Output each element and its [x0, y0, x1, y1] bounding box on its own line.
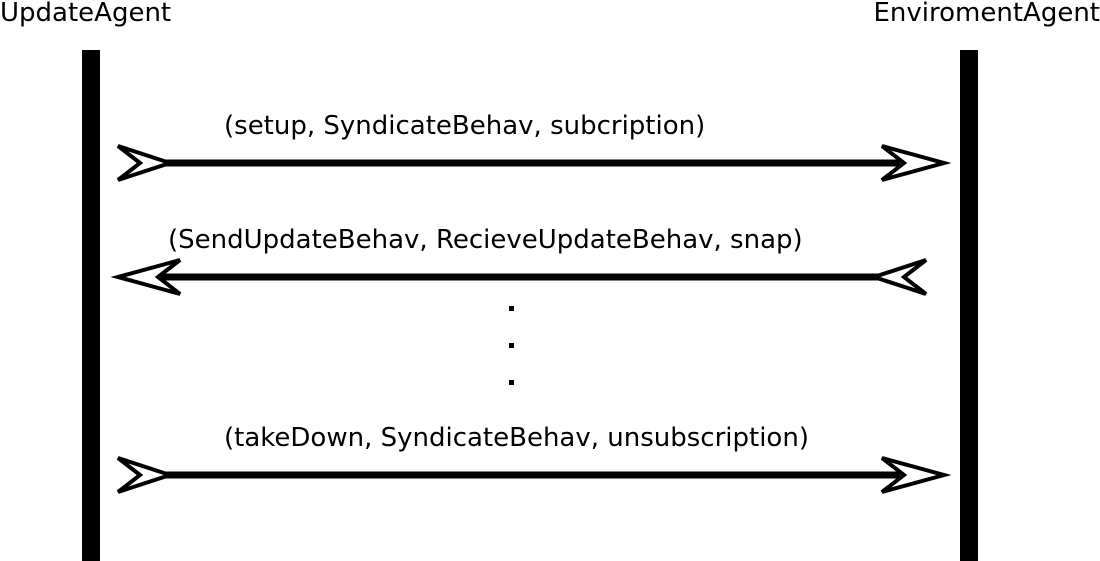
arrow-head [880, 144, 952, 182]
arrow-tail [867, 258, 928, 296]
message-arrow-send-update [110, 258, 928, 296]
message-arrow-setup [116, 144, 952, 182]
ellipsis-dot [509, 306, 514, 311]
message-arrow-take-down [116, 456, 952, 494]
agent-label-environment: EnviromentAgent [873, 0, 1100, 28]
ellipsis-dot [509, 380, 514, 385]
arrow-head [880, 456, 952, 494]
ellipsis-dot [509, 343, 514, 348]
lifeline-environment-agent [960, 50, 978, 561]
lifeline-update-agent [82, 50, 100, 561]
arrow-head [110, 258, 182, 296]
agent-label-update: UpdateAgent [0, 0, 172, 28]
message-label-setup: (setup, SyndicateBehav, subcription) [224, 111, 706, 141]
message-label-take-down: (takeDown, SyndicateBehav, unsubscriptio… [224, 423, 809, 453]
arrow-tail [116, 144, 177, 182]
message-label-send-update: (SendUpdateBehav, RecieveUpdateBehav, sn… [168, 225, 803, 255]
arrow-tail [116, 456, 177, 494]
